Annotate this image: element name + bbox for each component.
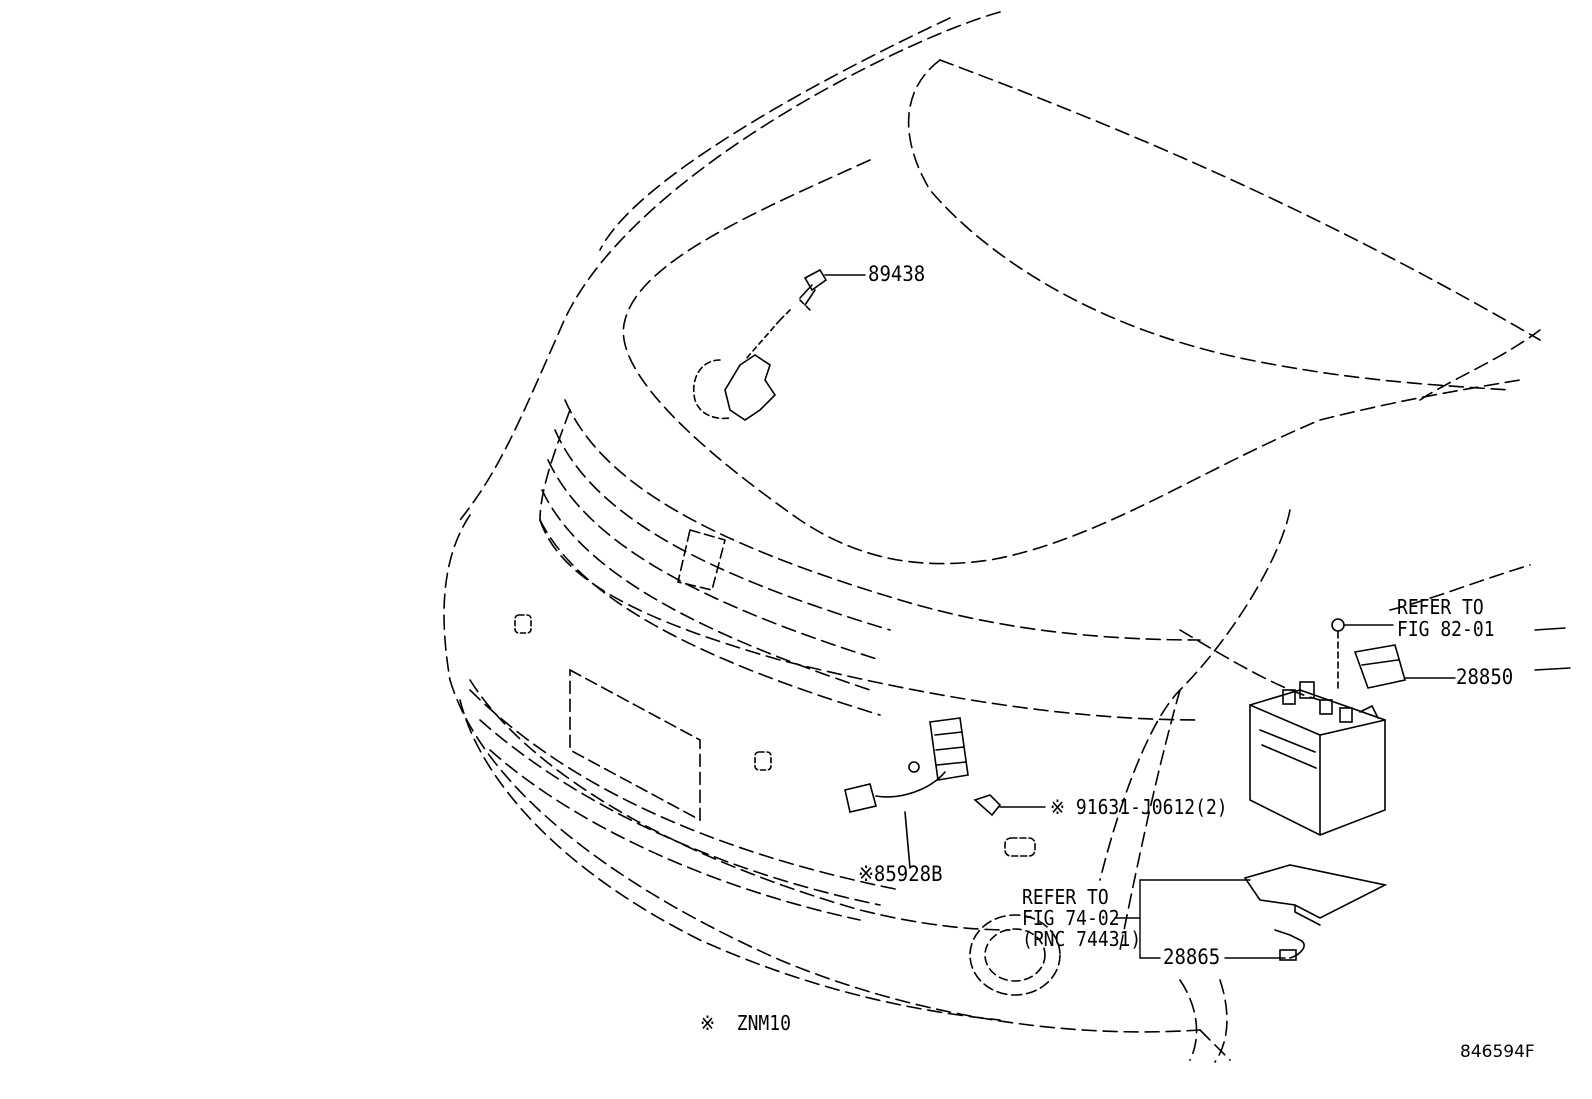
- sensor-outline-mid: [754, 751, 772, 771]
- sensor-outline-right: [1004, 837, 1036, 857]
- hood-lock-part: [693, 268, 828, 421]
- bumper-module-part: [844, 717, 1002, 869]
- hood-outline: [443, 11, 1541, 1063]
- part-label-91631-j0612[interactable]: ※ 91631-J0612(2): [1050, 796, 1228, 820]
- part-label-28865[interactable]: 28865: [1163, 945, 1221, 970]
- emblem-outline: [677, 528, 726, 591]
- refer-fig-74-line2[interactable]: FIG 74-02: [1022, 907, 1120, 931]
- model-note: ※ ZNM10: [700, 1012, 791, 1036]
- battery-sensor-part: [1331, 618, 1407, 691]
- part-label-28850[interactable]: 28850: [1456, 665, 1514, 690]
- fog-lamp-outline: [969, 914, 1061, 996]
- license-plate-outline: [569, 668, 701, 822]
- part-label-85928b[interactable]: ※85928B: [858, 862, 943, 887]
- leader-lines: [824, 274, 1571, 959]
- part-label-89438[interactable]: 89438: [868, 262, 926, 287]
- refer-fig-82-line1: REFER TO: [1397, 596, 1484, 620]
- grille: [469, 399, 1201, 921]
- figure-id: 846594F: [1460, 1042, 1535, 1062]
- battery-tray-part: [1243, 864, 1388, 961]
- battery-part: [1249, 681, 1386, 836]
- refer-fig-74-line3: (PNC 74431): [1022, 928, 1142, 952]
- refer-fig-82-line2[interactable]: FIG 82-01: [1397, 618, 1495, 642]
- refer-fig-74-line1: REFER TO: [1022, 886, 1109, 910]
- sensor-outline-left: [514, 614, 532, 634]
